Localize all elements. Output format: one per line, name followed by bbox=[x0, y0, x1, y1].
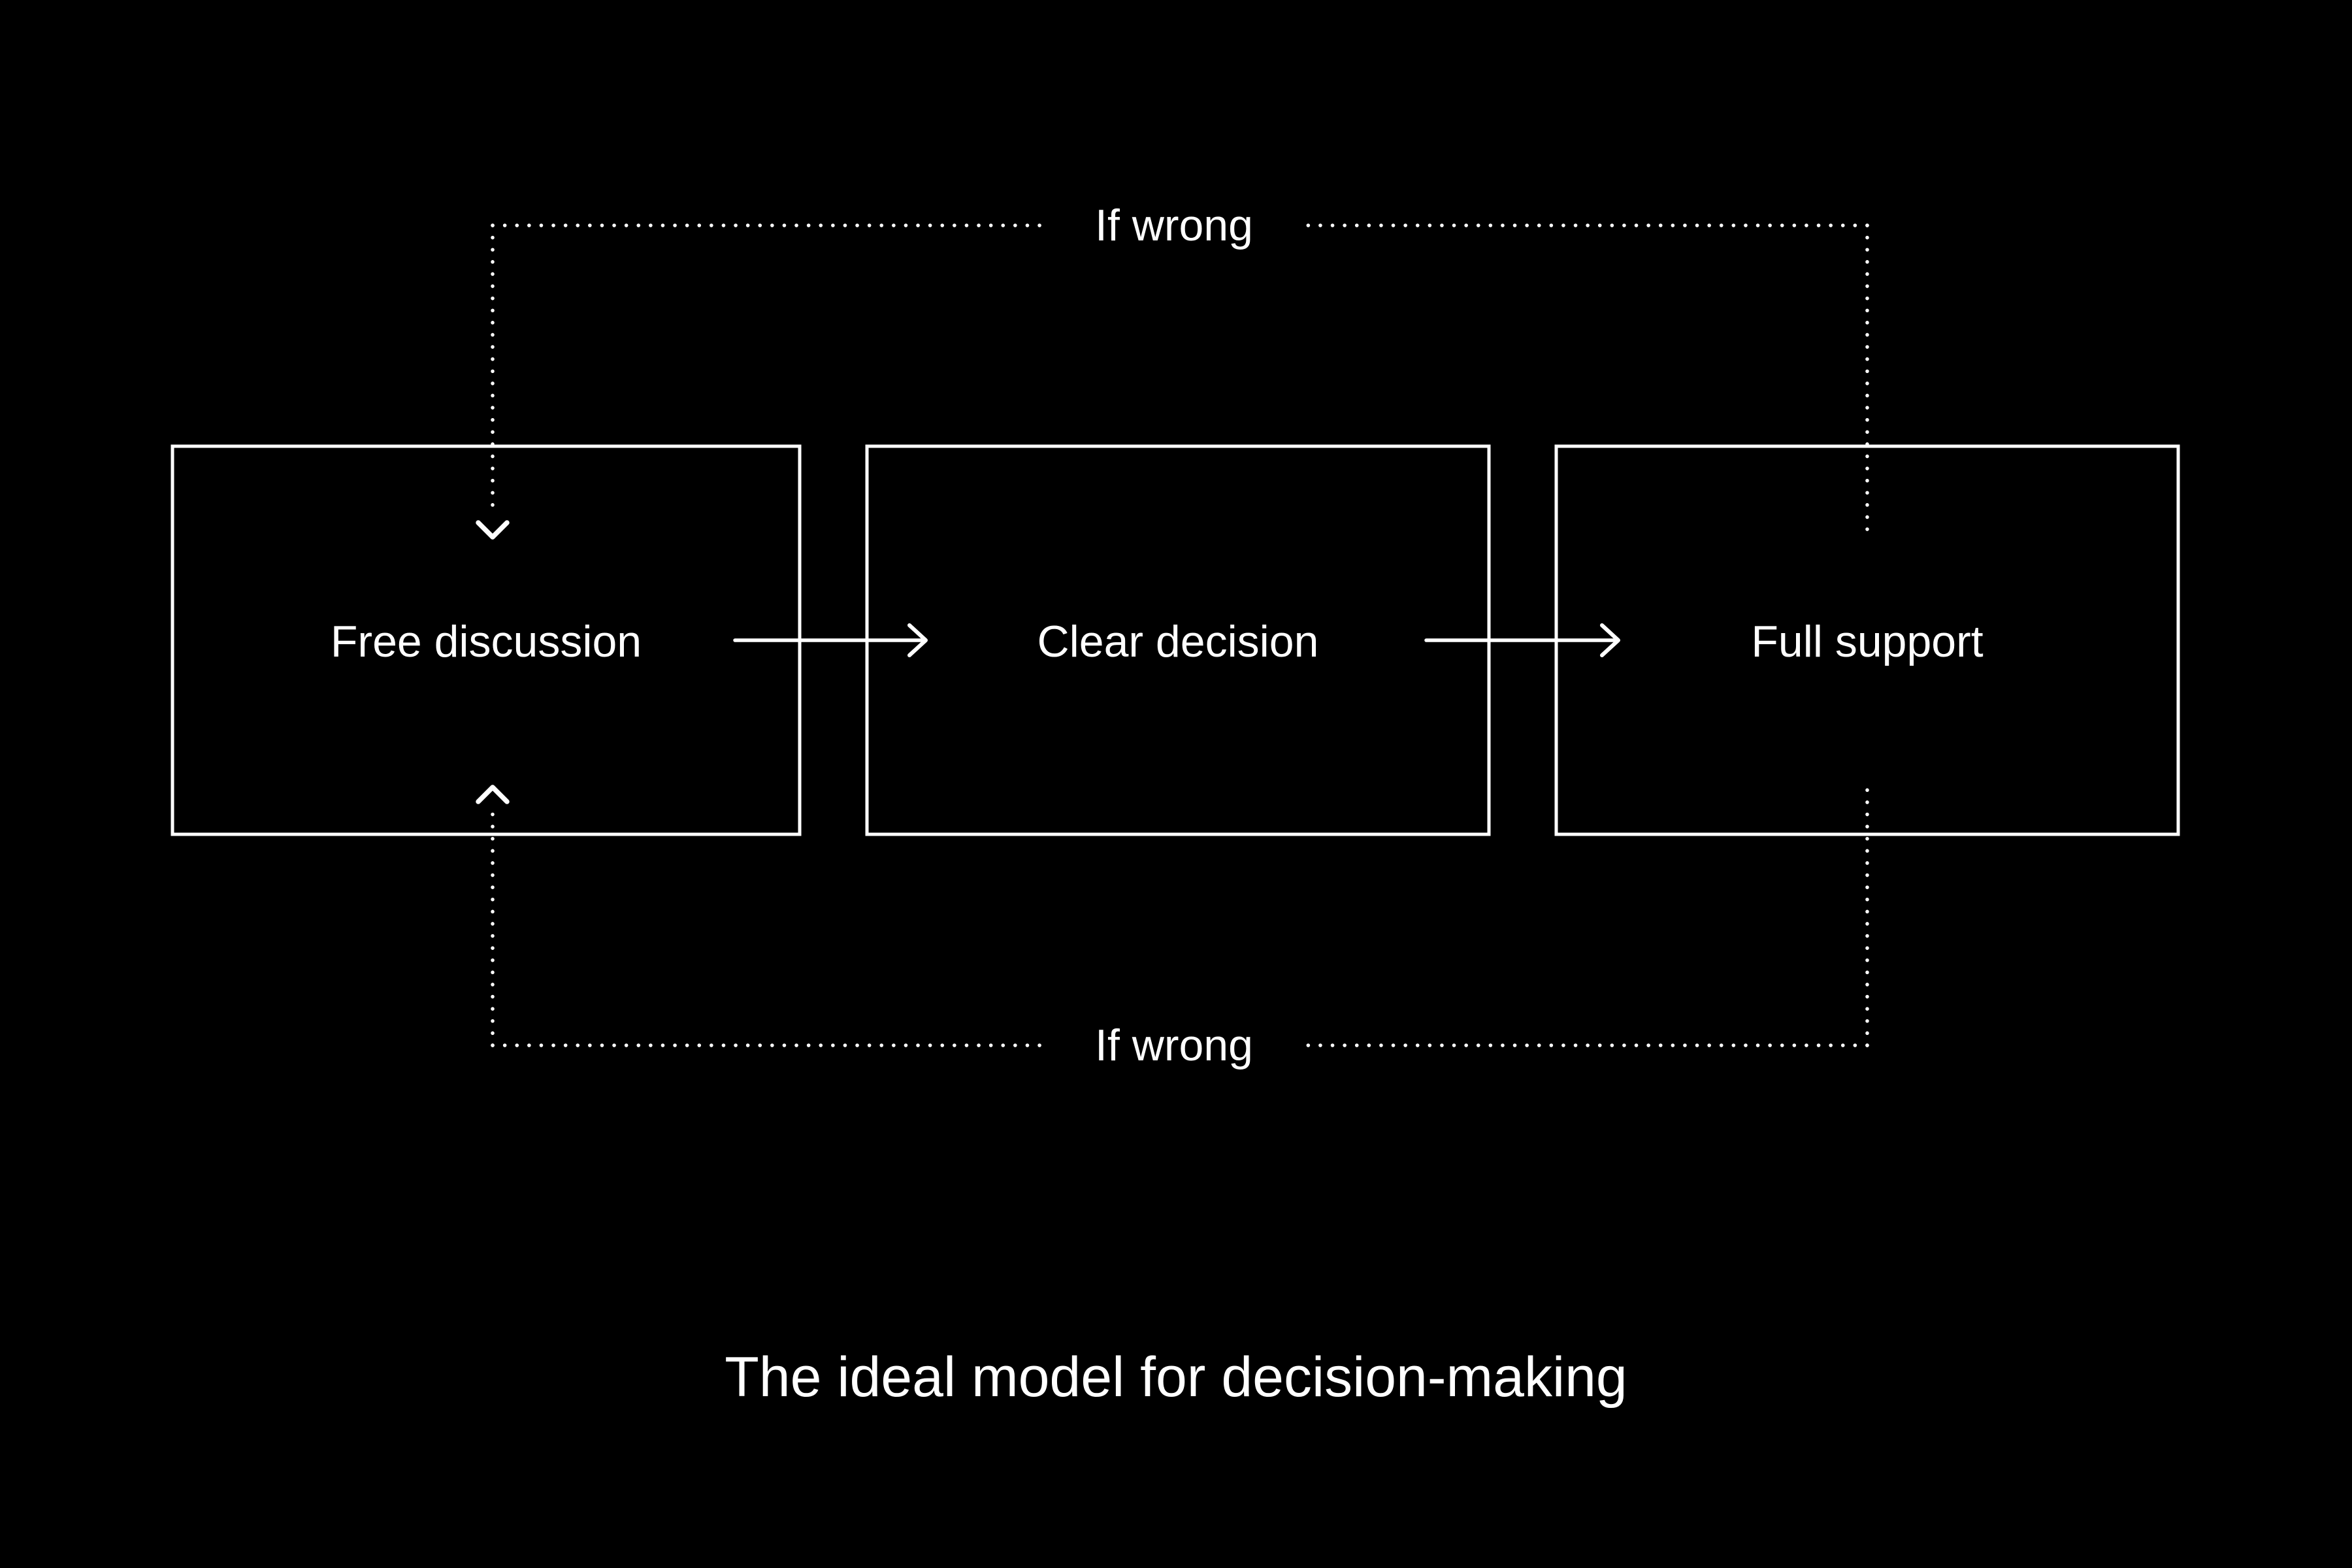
feedback-top-arrowhead-down bbox=[476, 520, 510, 540]
arrow-decision-to-support-head bbox=[1600, 623, 1620, 657]
feedback-loop-top: If wrong bbox=[476, 201, 1869, 540]
forward-arrows bbox=[733, 623, 1620, 657]
feedback-label-top: If wrong bbox=[1095, 201, 1253, 250]
diagram-caption: The ideal model for decision-making bbox=[725, 1346, 1627, 1409]
feedback-bottom-arrowhead-up bbox=[476, 785, 510, 804]
node-label-full-support: Full support bbox=[1751, 617, 1983, 666]
node-labels: Free discussion Clear decision Full supp… bbox=[331, 617, 1984, 666]
feedback-label-bottom: If wrong bbox=[1095, 1021, 1253, 1070]
arrow-discussion-to-decision-head bbox=[907, 623, 928, 657]
node-label-free-discussion: Free discussion bbox=[331, 617, 642, 666]
node-label-clear-decision: Clear decision bbox=[1037, 617, 1319, 666]
feedback-loop-bottom: If wrong bbox=[476, 785, 1869, 1070]
